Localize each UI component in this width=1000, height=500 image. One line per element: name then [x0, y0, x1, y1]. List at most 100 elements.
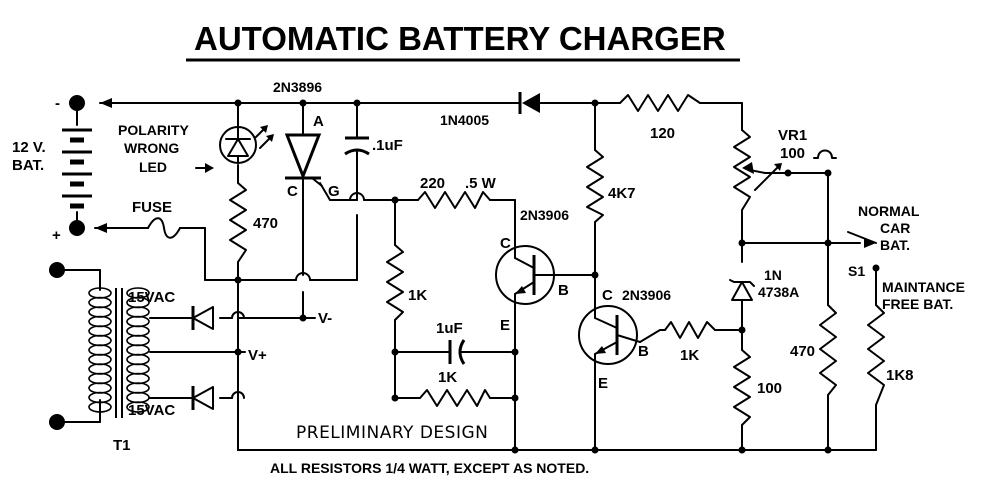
battery-label-line1: 12 V.: [12, 139, 46, 156]
q1-e-label: E: [500, 317, 510, 334]
resistor-4k7: [586, 149, 604, 223]
battery-neg-label: -: [55, 95, 60, 112]
transformer-secondary-turn: [126, 325, 150, 337]
junction-dots: [234, 99, 880, 454]
transformer-primary-turn: [88, 306, 112, 318]
transformer-primary-turn: [88, 382, 112, 394]
r220-power-label: .5 W: [465, 175, 497, 192]
cap-top-label: .1uF: [372, 137, 403, 154]
fuse-symbol: [147, 217, 181, 239]
battery-symbol: [62, 95, 92, 236]
footer-note: ALL RESISTORS 1/4 WATT, EXCEPT AS NOTED.: [270, 460, 589, 476]
q1-b-label: B: [558, 282, 569, 299]
diode-top-label: 1N4005: [440, 112, 489, 128]
transformer-primary-turn: [88, 344, 112, 356]
ohm-glyph-icon: [813, 149, 837, 159]
resistor-1k8: [867, 304, 885, 406]
transformer-secondary-turn: [126, 372, 150, 385]
resistor-1k-base: [664, 321, 716, 339]
r1k8-label: 1K8: [886, 367, 914, 384]
transformer-primary-turn: [88, 325, 112, 337]
r100-label: 100: [757, 380, 782, 397]
cap-1uf-label: 1uF: [436, 320, 463, 337]
r220-label: 220: [420, 175, 445, 192]
switch-normal-label-1: NORMAL: [858, 203, 920, 219]
zener-label-1: 1N: [764, 267, 782, 283]
switch-normal-label-3: BAT.: [880, 237, 910, 253]
r1k-left-label: 1K: [408, 287, 427, 304]
vr1-value-label: 100: [780, 145, 805, 162]
transformer-secondary-turn: [126, 306, 150, 318]
transformer-primary-turn: [88, 296, 112, 309]
design-status-label: PRELIMINARY DESIGN: [296, 423, 488, 443]
resistor-220: [417, 191, 491, 209]
q2-e-label: E: [598, 375, 608, 392]
wiring: [56, 98, 877, 451]
diagram-title: AUTOMATIC BATTERY CHARGER: [194, 20, 726, 57]
switch-mf-label-1: MAINTANCE: [882, 279, 965, 295]
r4k7-label: 4K7: [608, 185, 636, 202]
transformer-secondary-turn: [126, 382, 150, 394]
scr-gate-label: G: [328, 183, 340, 200]
transformer-primary-turn: [88, 363, 112, 375]
r120-label: 120: [650, 125, 675, 142]
transistor-q2: [578, 304, 641, 365]
transformer-primary-turn: [88, 315, 112, 328]
transformer-secondary-turn: [126, 315, 150, 328]
vr1-name-label: VR1: [778, 127, 807, 144]
resistor-470-right: [819, 304, 837, 396]
q1-c-label: C: [500, 235, 511, 252]
r1k-base-label: 1K: [680, 347, 699, 364]
polarity-label-1: POLARITY: [118, 122, 189, 138]
capacitor-1uf: [448, 339, 466, 365]
resistor-100: [733, 349, 751, 426]
transformer-primary-turn: [88, 353, 112, 366]
q1-part-label: 2N3906: [520, 207, 569, 223]
polarity-led-icon: [195, 125, 274, 173]
capacitor-0.1uf: [344, 136, 370, 156]
r470-led-label: 470: [253, 215, 278, 232]
polarity-label-3: LED: [139, 159, 167, 175]
resistor-1k-left: [386, 244, 404, 321]
vminus-label: V-: [318, 310, 332, 327]
scr-cathode-label: C: [287, 183, 298, 200]
zener-diode: [729, 279, 755, 301]
battery-pos-label: +: [52, 227, 61, 244]
transformer-name-label: T1: [113, 437, 131, 454]
transformer-primary-turn: [88, 372, 112, 385]
battery-label-line2: BAT.: [12, 157, 44, 174]
transformer-t1: [49, 262, 150, 430]
transformer-secondary-turn: [126, 353, 150, 366]
transistor-q1: [495, 242, 555, 305]
r470-right-label: 470: [790, 343, 815, 360]
switch-mf-label-2: FREE BAT.: [882, 296, 953, 312]
switch-name-label: S1: [848, 263, 865, 279]
q2-b-label: B: [638, 343, 649, 360]
switch-normal-label-2: CAR: [880, 220, 910, 236]
q2-part-label: 2N3906: [622, 287, 671, 303]
transformer-secondary-turn: [126, 391, 150, 404]
r1k-bottom-label: 1K: [438, 369, 457, 386]
rectifier-diode-bottom: [191, 386, 214, 410]
transformer-primary-turn: [88, 334, 112, 347]
transformer-secondary-turn: [126, 363, 150, 375]
scr-part-label: 2N3896: [273, 79, 322, 95]
diode-1n4005: [518, 92, 549, 114]
polarity-label-2: WRONG: [124, 140, 179, 156]
transformer-sec-top-label: 15VAC: [128, 289, 175, 306]
transformer-primary-turn: [88, 401, 112, 413]
rectifier-diode-top: [191, 306, 214, 330]
resistor-1k-bottom: [419, 389, 491, 407]
transformer-secondary-turn: [126, 334, 150, 347]
resistor-120: [619, 94, 701, 112]
q2-c-label: C: [602, 287, 613, 304]
fuse-label: FUSE: [132, 199, 172, 216]
vplus-label: V+: [248, 347, 267, 364]
scr-symbol: [284, 131, 323, 187]
transformer-secondary-turn: [126, 401, 150, 413]
zener-label-2: 4738A: [758, 284, 799, 300]
resistor-470-led: [229, 182, 247, 263]
transformer-sec-bottom-label: 15VAC: [128, 402, 175, 419]
potentiometer-vr1: [733, 129, 782, 211]
